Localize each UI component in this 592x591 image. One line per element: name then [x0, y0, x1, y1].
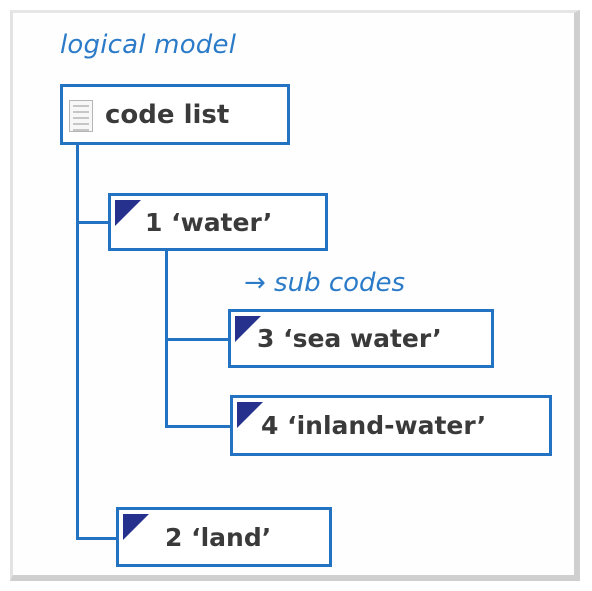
subcodes-label: → sub codes [244, 268, 406, 298]
branch-line-land [76, 537, 118, 540]
document-icon [69, 100, 93, 132]
branch-line-water [76, 221, 110, 224]
branch-line-sea-water [165, 338, 230, 341]
corner-marker-icon [235, 316, 261, 342]
node-sea-water: 3 ‘sea water’ [228, 309, 494, 368]
node-inland-water: 4 ‘inland-water’ [230, 395, 552, 456]
node-land: 2 ‘land’ [116, 507, 332, 567]
corner-marker-icon [123, 514, 149, 540]
node-label: 1 ‘water’ [145, 207, 273, 237]
corner-marker-icon [237, 402, 263, 428]
corner-marker-icon [115, 200, 141, 226]
node-label: code list [105, 99, 230, 130]
node-label: 2 ‘land’ [165, 522, 272, 552]
node-water: 1 ‘water’ [108, 193, 328, 251]
branch-line-inland-water [165, 425, 232, 428]
root-trunk-line [76, 144, 79, 540]
diagram-title: logical model [60, 30, 237, 60]
node-label: 3 ‘sea water’ [257, 324, 442, 353]
node-code-list: code list [60, 84, 290, 145]
node-label: 4 ‘inland-water’ [261, 411, 487, 440]
